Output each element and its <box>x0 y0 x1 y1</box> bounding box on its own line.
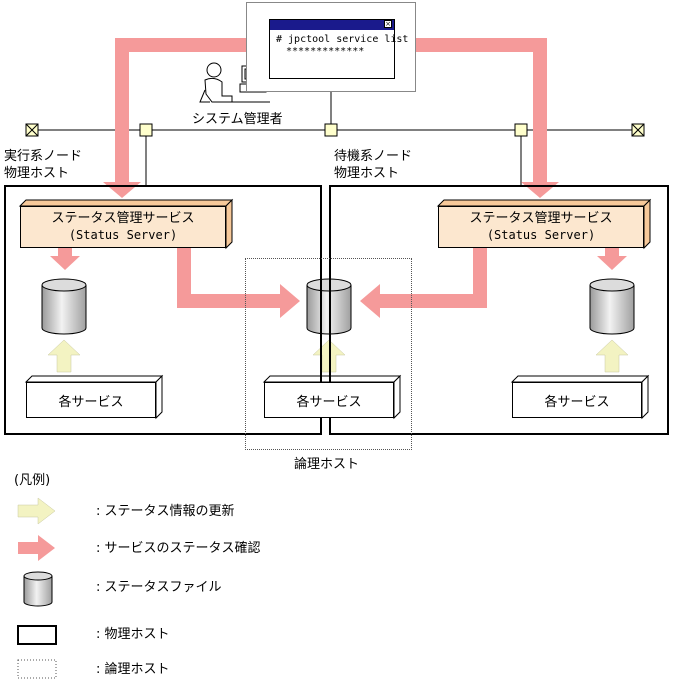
standby-physical-host <box>329 185 669 435</box>
status-check-arrow-to-logical-left <box>177 248 300 318</box>
connector-icon <box>139 123 153 137</box>
status-check-arrow-left-local <box>50 248 80 270</box>
logical-host-label: 論理ホスト <box>294 457 360 472</box>
status-server-subtitle: (Status Server) <box>68 228 178 242</box>
terminal-output: ************* <box>286 46 365 57</box>
status-file-icon <box>41 278 87 335</box>
active-physical-host <box>4 185 322 435</box>
legend-status-update: : ステータス情報の更新 <box>96 504 235 519</box>
active-host-label: 物理ホスト <box>4 166 70 181</box>
connector-icon <box>514 123 528 137</box>
status-server-standby: ステータス管理サービス (Status Server) <box>438 200 652 248</box>
status-server-title: ステータス管理サービス <box>469 211 613 226</box>
terminal-window: × # jpctool service list ************* <box>269 19 409 79</box>
status-server-title: ステータス管理サービス <box>51 211 195 226</box>
terminator-right-icon <box>631 123 645 137</box>
terminal-titlebar: × <box>270 20 394 30</box>
status-file-icon <box>589 278 635 335</box>
dotted-box-icon <box>17 659 57 679</box>
solid-box-icon <box>17 625 57 645</box>
service-label: 各サービス <box>26 382 156 418</box>
service-box-active: 各サービス <box>26 376 156 418</box>
service-label: 各サービス <box>512 382 642 418</box>
close-icon: × <box>384 20 392 28</box>
standby-node-label: 待機系ノード <box>334 149 413 164</box>
pink-arrow-icon <box>18 535 55 561</box>
status-server-active: ステータス管理サービス (Status Server) <box>20 200 234 248</box>
legend-status-check: : サービスのステータス確認 <box>96 541 261 556</box>
terminal-command: # jpctool service list <box>276 34 409 45</box>
status-check-arrow-right <box>416 38 559 198</box>
status-server-subtitle: (Status Server) <box>486 228 596 242</box>
legend-physical-host: : 物理ホスト <box>96 627 170 642</box>
standby-host-label: 物理ホスト <box>334 166 400 181</box>
logical-host <box>245 258 412 450</box>
legend-status-file: : ステータスファイル <box>96 580 222 595</box>
active-node-label: 実行系ノード <box>4 149 83 164</box>
connector-icon <box>324 123 338 137</box>
status-check-arrow-to-logical-right <box>360 248 487 318</box>
status-update-arrow <box>595 339 629 373</box>
status-check-arrow-left <box>103 38 246 198</box>
service-box-logical: 各サービス <box>264 376 394 418</box>
terminator-left-icon <box>25 123 39 137</box>
light-arrow-icon <box>17 497 56 525</box>
legend-title: (凡例) <box>14 473 51 488</box>
status-update-arrow <box>47 339 81 373</box>
status-check-arrow-right-local <box>597 248 627 270</box>
service-label: 各サービス <box>264 382 394 418</box>
service-box-standby: 各サービス <box>512 376 642 418</box>
cylinder-icon <box>23 571 53 607</box>
admin-label: システム管理者 <box>192 112 283 127</box>
legend-logical-host: : 論理ホスト <box>96 662 170 677</box>
terminal-panel: × # jpctool service list ************* <box>246 2 416 92</box>
